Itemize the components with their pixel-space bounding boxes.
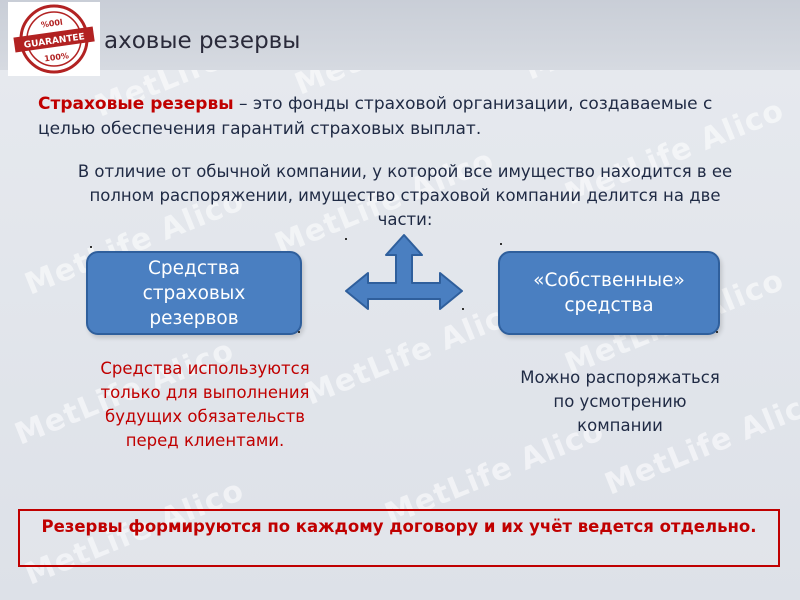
decor-dot <box>298 331 300 333</box>
decor-dot <box>345 238 347 240</box>
guarantee-seal-icon: GUARANTEE %00l 100% <box>8 2 100 76</box>
own-funds-box: «Собственные» средства <box>498 251 720 335</box>
insurance-reserves-box: Средства страховых резервов <box>86 251 302 335</box>
slide-title: аховые резервы <box>104 28 301 54</box>
header-bar <box>0 0 800 70</box>
seal-label: 100% <box>44 51 70 63</box>
decor-dot <box>462 308 464 310</box>
own-funds-label: «Собственные» средства <box>533 270 685 316</box>
decor-dot <box>716 331 718 333</box>
definition-paragraph: Страховые резервы – это фонды страховой … <box>38 92 758 142</box>
seal-label: %00l <box>40 18 63 30</box>
split-arrow-icon <box>345 234 463 310</box>
definition-text: – это фонды страховой организации, созда… <box>38 94 713 139</box>
decor-dot <box>90 246 92 248</box>
definition-term: Страховые резервы <box>38 94 234 114</box>
decor-dot <box>500 243 502 245</box>
insurance-reserves-label: Средства страховых резервов <box>142 257 246 329</box>
own-funds-note: Можно распоряжаться по усмотрению компан… <box>520 368 720 435</box>
reserves-usage-note: Средства используются только для выполне… <box>100 359 310 450</box>
reserves-footer-note: Резервы формируются по каждому договору … <box>18 509 780 567</box>
intro-paragraph: В отличие от обычной компании, у которой… <box>77 162 733 229</box>
